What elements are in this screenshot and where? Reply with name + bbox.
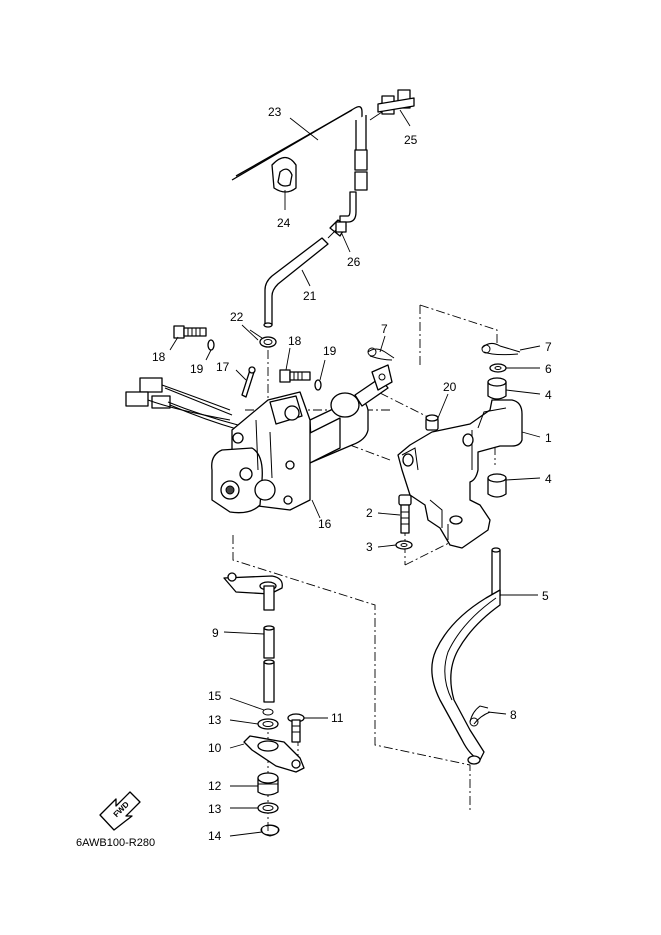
- washer-3: [395, 540, 413, 550]
- callout-13-bottom: 13: [208, 802, 222, 816]
- clamp-25: [369, 89, 415, 121]
- callout-13-top: 13: [208, 713, 222, 727]
- callout-21: 21: [303, 289, 317, 303]
- pin-17: [241, 366, 256, 398]
- wire-harness: [125, 377, 241, 431]
- callout-16: 16: [318, 517, 332, 531]
- callout-4-top: 4: [545, 388, 552, 402]
- bracket-1: [397, 399, 523, 549]
- tilt-unit-16: [211, 364, 393, 514]
- callout-18-right: 18: [288, 334, 302, 348]
- hose-21: [263, 237, 329, 328]
- clip-22: [249, 329, 277, 348]
- callout-9: 9: [212, 626, 219, 640]
- callout-2: 2: [366, 506, 373, 520]
- clip-7-right: [481, 342, 521, 356]
- callout-12: 12: [208, 779, 222, 793]
- washer-6: [489, 363, 507, 373]
- callout-7-left: 7: [381, 322, 388, 336]
- clip-8: [469, 705, 491, 727]
- callout-15: 15: [208, 689, 222, 703]
- fitting-26: [327, 219, 347, 239]
- hose-clip-24: [271, 156, 297, 193]
- diagram-code: 6AWB100-R280: [76, 837, 155, 849]
- callout-22: 22: [230, 310, 244, 324]
- callout-19-right: 19: [323, 344, 337, 358]
- circlip-14: [260, 824, 280, 837]
- bolt-2: [398, 494, 412, 534]
- steering-lever-5: [431, 547, 501, 765]
- callout-26: 26: [347, 255, 361, 269]
- callout-1: 1: [545, 431, 552, 445]
- callout-10: 10: [208, 741, 222, 755]
- callout-4-bottom: 4: [545, 472, 552, 486]
- callout-17: 17: [216, 360, 230, 374]
- bushing-4-bottom: [487, 473, 507, 498]
- callout-24: 24: [277, 216, 291, 230]
- arm-10: [243, 735, 305, 773]
- washer-19-left: [207, 339, 215, 351]
- callout-20: 20: [443, 380, 457, 394]
- callout-8: 8: [510, 708, 517, 722]
- washer-19-right: [314, 379, 322, 391]
- callout-25: 25: [404, 133, 418, 147]
- fwd-arrow-icon: FWD: [99, 791, 141, 831]
- callout-14: 14: [208, 829, 222, 843]
- bolt-11: [287, 713, 305, 743]
- callout-19-left: 19: [190, 362, 204, 376]
- bolt-18-left: [173, 325, 207, 339]
- collar-20: [425, 414, 439, 431]
- callout-3: 3: [366, 540, 373, 554]
- o-ring-15: [262, 708, 274, 716]
- hose-23: [231, 106, 368, 223]
- callout-7-right: 7: [545, 340, 552, 354]
- washer-13-top: [257, 718, 279, 730]
- callout-5: 5: [542, 589, 549, 603]
- callout-labels: 23 24 25 26 21 22 18 19 17 18 19 7 7 6 4…: [152, 105, 552, 843]
- leader-lines: [169, 109, 541, 837]
- callout-6: 6: [545, 362, 552, 376]
- bushing-4-top: [487, 377, 507, 400]
- washer-13-bottom: [257, 802, 279, 814]
- callout-23: 23: [268, 105, 282, 119]
- callout-11: 11: [331, 711, 344, 725]
- shaft-9: [223, 572, 283, 703]
- callout-18-left: 18: [152, 350, 166, 364]
- clip-7-left: [367, 347, 395, 361]
- bushing-12: [257, 772, 279, 796]
- bolt-18-right: [279, 369, 311, 383]
